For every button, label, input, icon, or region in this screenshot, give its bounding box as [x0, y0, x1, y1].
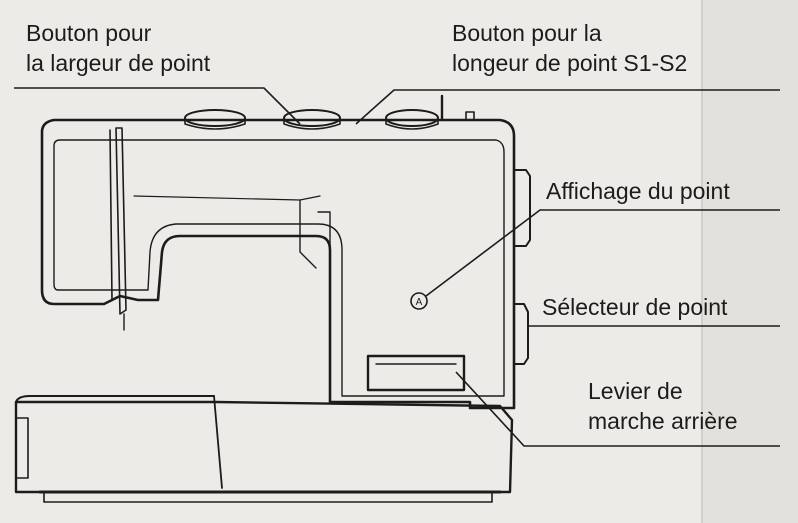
stitch-width-knob: [184, 109, 246, 127]
upper-thread-channel: [133, 195, 321, 201]
label-stitch-display: Affichage du point: [546, 176, 730, 206]
label-reverse-lever-line2: marche arrière: [588, 408, 738, 434]
bobbin-winder: [465, 111, 475, 121]
label-stitch-width-line2: la largeur de point: [26, 50, 211, 76]
leader-stitch-length: [355, 89, 780, 125]
machine-body-outline: [40, 118, 516, 410]
base-foot: [43, 491, 493, 503]
leader-stitch-width: [14, 87, 301, 125]
label-stitch-length-line2: longeur de point S1-S2: [452, 50, 688, 76]
arm-inner-contour: [53, 139, 505, 397]
label-reverse-lever-line1: Levier de: [588, 378, 683, 404]
handwheel-housing: [513, 169, 531, 247]
stitch-width-knob-body: [184, 117, 246, 130]
tension-slot: [317, 211, 331, 247]
middle-knob: [283, 109, 341, 127]
leader-stitch-display: [425, 209, 780, 297]
thread-guide: [299, 199, 317, 269]
label-stitch-display-text: Affichage du point: [546, 178, 730, 204]
stitch-length-knob: [385, 109, 439, 127]
label-stitch-width-button: Bouton pour la largeur de point: [26, 18, 210, 78]
background-bleed-through: [701, 0, 798, 523]
reverse-lever: [366, 354, 466, 392]
free-arm-end: [15, 417, 29, 479]
label-stitch-selector: Sélecteur de point: [542, 292, 727, 322]
middle-knob-body: [283, 117, 341, 130]
stitch-display-marker-letter: A: [416, 297, 423, 308]
stitch-selector-dial: [513, 303, 529, 365]
label-stitch-selector-text: Sélecteur de point: [542, 294, 728, 320]
label-stitch-length-line1: Bouton pour la: [452, 20, 602, 46]
label-stitch-length-button: Bouton pour la longeur de point S1-S2: [452, 18, 687, 78]
label-reverse-lever: Levier de marche arrière: [588, 376, 738, 436]
base-panel-divider: [213, 395, 223, 489]
machine-base: [14, 400, 514, 494]
stitch-length-knob-body: [385, 117, 439, 130]
leader-lines: [14, 87, 780, 447]
leader-reverse-lever: [455, 371, 780, 447]
label-stitch-width-line1: Bouton pour: [26, 20, 152, 46]
machine-base-top-edge: [15, 395, 215, 403]
needle-bar-housing: [115, 127, 127, 315]
head-front-panel: [109, 129, 113, 301]
stitch-display-marker: [410, 292, 428, 310]
